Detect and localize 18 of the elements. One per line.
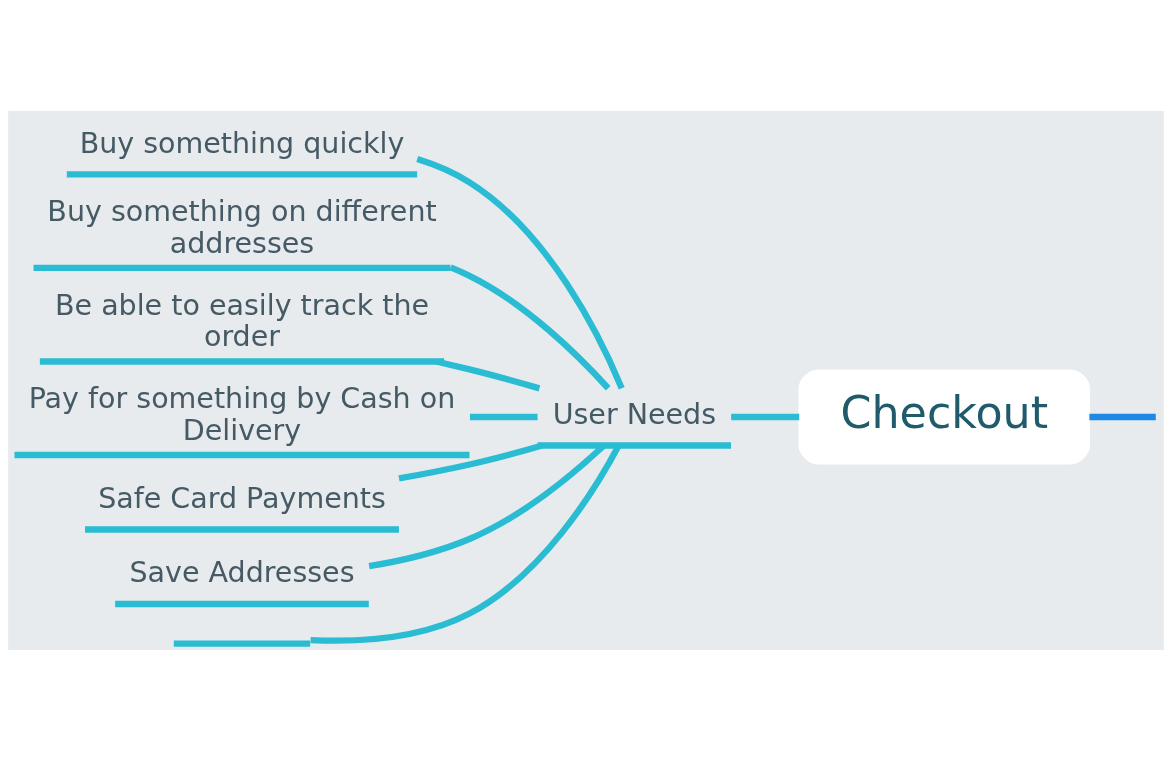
node-text: Pay for something by Cash on Delivery: [28, 382, 456, 447]
node-text: User Needs: [552, 397, 717, 431]
node-text: Be able to easily track the order: [54, 288, 430, 354]
node-text: Buy something quickly: [79, 126, 405, 160]
node-text: Save Addresses: [129, 556, 355, 590]
connector: [731, 413, 800, 421]
node-text: Buy something on different addresses: [47, 195, 437, 260]
connector: [310, 444, 622, 644]
node-bar: [173, 640, 311, 647]
connector: [398, 442, 544, 482]
node-box: Checkout: [798, 369, 1091, 465]
connector: [449, 264, 611, 391]
connector: [416, 156, 625, 390]
connector: [435, 358, 541, 392]
connector: [469, 413, 538, 421]
node-text: Safe Card Payments: [98, 481, 386, 515]
connector: [1089, 413, 1156, 421]
connector: [368, 443, 606, 570]
